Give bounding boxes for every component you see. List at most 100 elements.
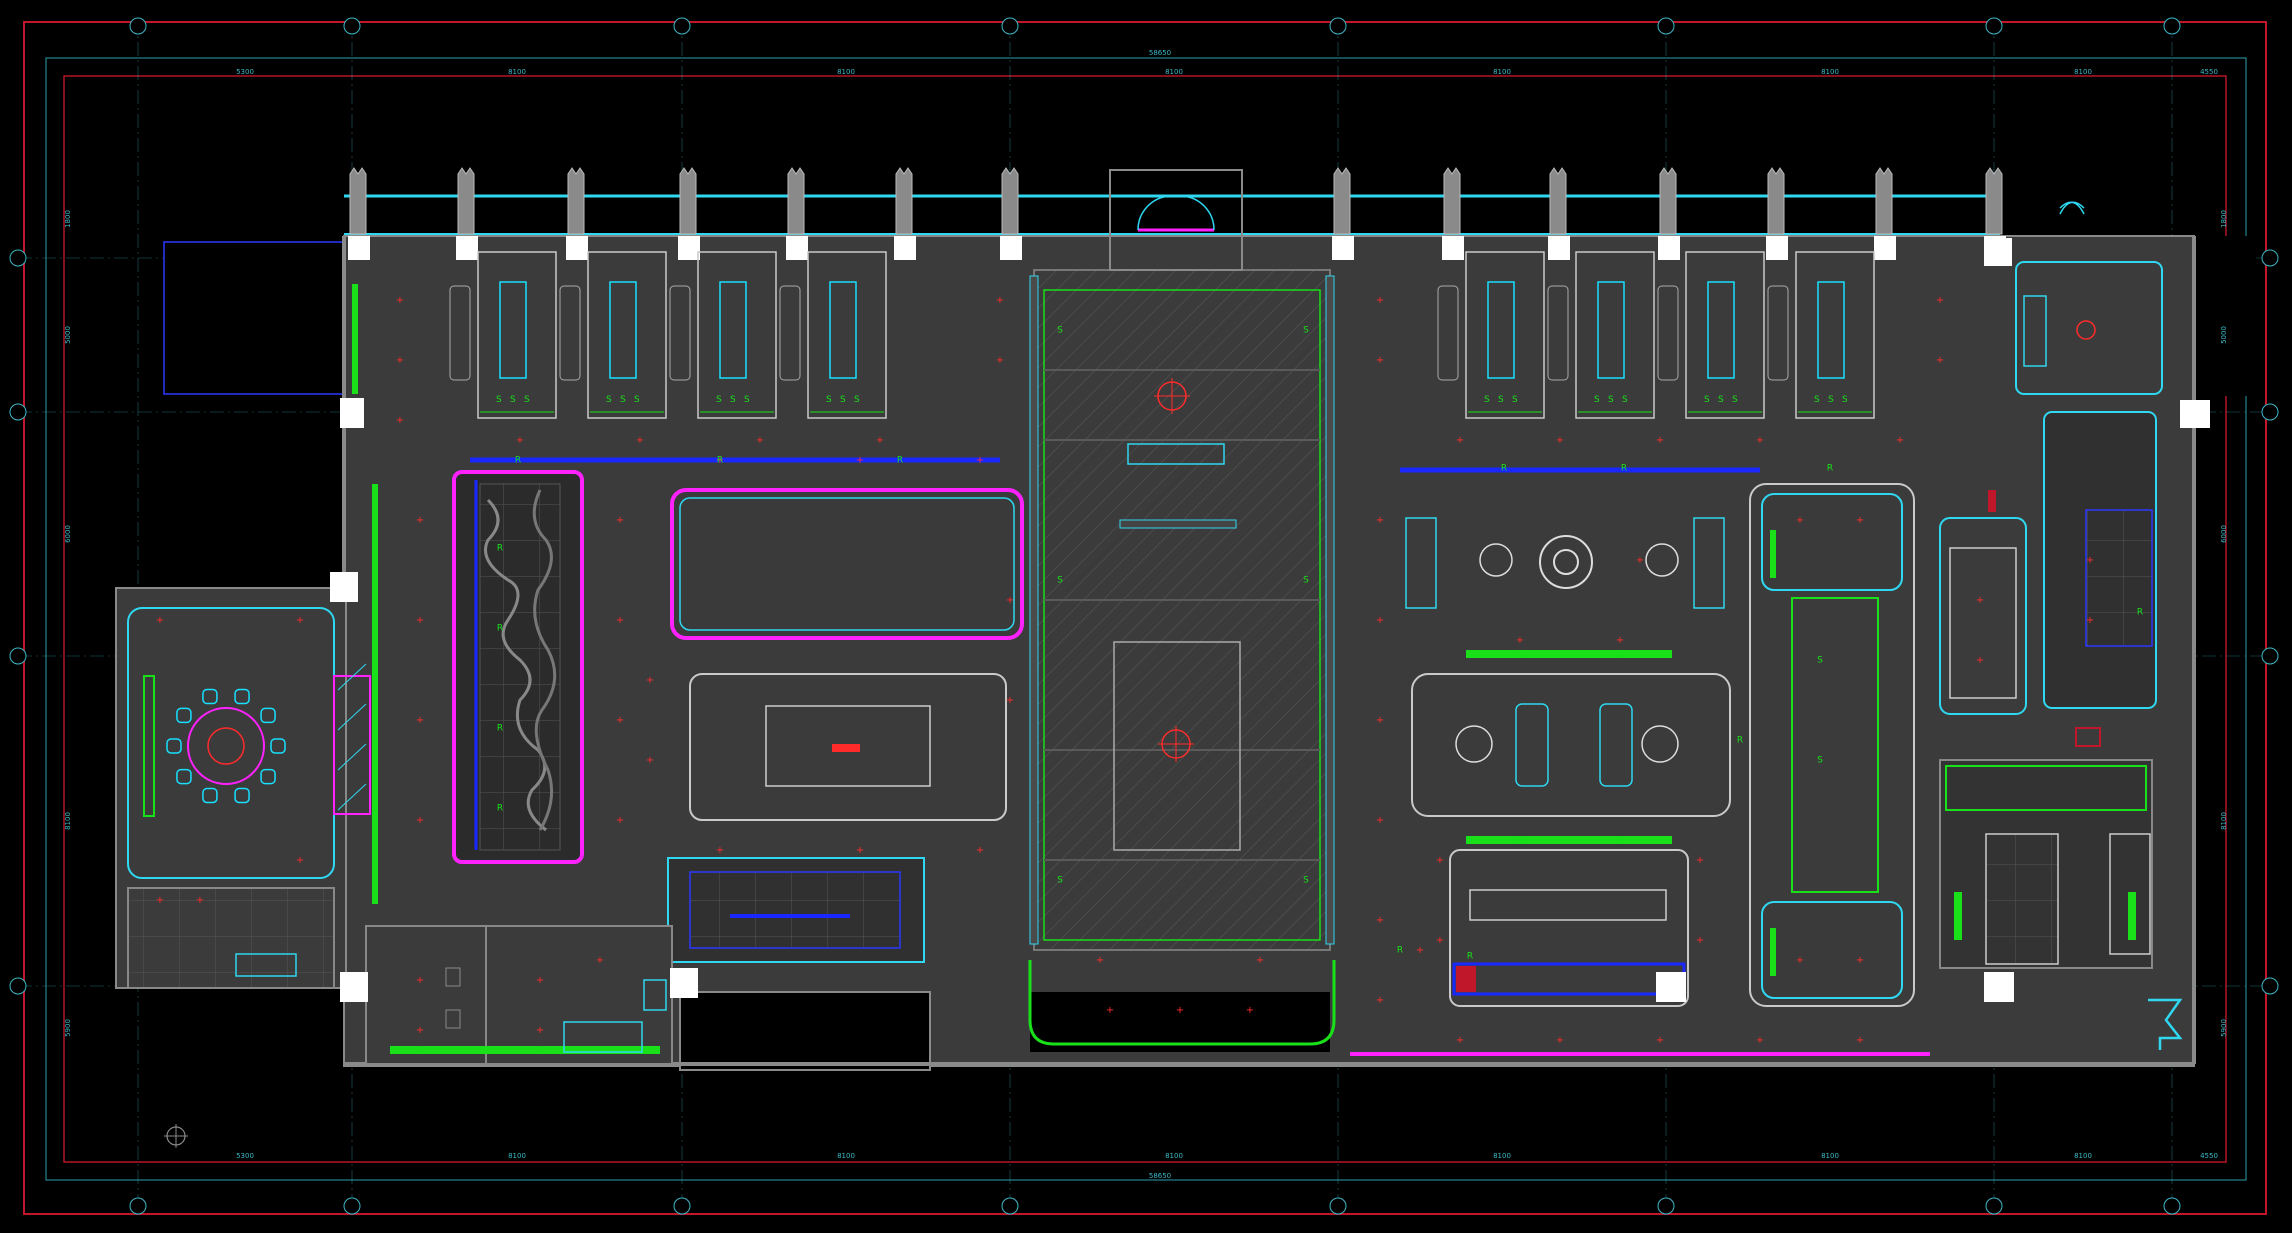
supply-air-glyph: S xyxy=(524,395,530,405)
supply-air-glyph: S xyxy=(1842,395,1848,405)
ceiling-light: + xyxy=(646,675,654,686)
supply-air-glyph: S xyxy=(1622,395,1628,405)
central-atrium xyxy=(1028,169,1336,1046)
column-cap xyxy=(1766,236,1788,260)
outer-frame xyxy=(23,21,2267,1215)
entrance-door-swing-right xyxy=(1181,195,1215,231)
ceiling-light: + xyxy=(156,895,164,906)
ceiling-light: + xyxy=(1856,955,1864,966)
spacing-dimension: 8100 xyxy=(508,1152,526,1160)
ceiling-light: + xyxy=(1796,515,1804,526)
supply-air-glyph: S xyxy=(496,395,502,405)
supply-air-glyph: S xyxy=(840,395,846,405)
vip-chair xyxy=(176,707,192,724)
ceiling-light: + xyxy=(616,515,624,526)
ceiling-light: + xyxy=(856,845,864,856)
meeting-room-sofa xyxy=(1657,285,1679,381)
axis-bubble-right xyxy=(2261,977,2279,995)
spacing-dimension: 8100 xyxy=(1493,1152,1511,1160)
lounge-center-table xyxy=(1539,535,1593,589)
bottom-left-notch xyxy=(679,991,931,1071)
reception-desk-screen xyxy=(765,705,931,787)
supply-air-glyph: S xyxy=(716,395,722,405)
vip-dining-room xyxy=(127,607,335,879)
meeting-table-left xyxy=(1515,703,1549,787)
supply-air-glyph: S xyxy=(1718,395,1724,405)
column-cap xyxy=(1548,236,1570,260)
ceiling-light: + xyxy=(296,615,304,626)
spacing-dimension: 8100 xyxy=(2220,812,2228,830)
vip-wall-hatch-2 xyxy=(337,703,367,731)
ceiling-light: + xyxy=(1416,945,1424,956)
ceiling-light: + xyxy=(1456,435,1464,446)
washroom-urinals xyxy=(2109,833,2151,955)
ceiling-light: + xyxy=(1756,1035,1764,1046)
feature-wall-pattern-2 xyxy=(532,489,557,831)
elevator-lobby xyxy=(2015,261,2163,395)
supply-air-glyph: S xyxy=(1704,395,1710,405)
office-right-top xyxy=(1939,517,2027,715)
meeting-room-table xyxy=(1597,281,1625,379)
vip-wall-hatch-1 xyxy=(337,663,367,691)
vip-lazy-susan xyxy=(207,727,245,765)
ceiling-light: + xyxy=(416,715,424,726)
facade-column xyxy=(567,167,585,235)
facade-column xyxy=(1443,167,1461,235)
left-column-4 xyxy=(670,968,698,998)
ceiling-light: + xyxy=(1436,855,1444,866)
spacing-dimension: 8100 xyxy=(64,812,72,830)
meeting-table-area xyxy=(1411,673,1731,817)
axis-bubble-bottom xyxy=(1001,1197,1019,1215)
ceiling-light: + xyxy=(1636,555,1644,566)
vip-chair xyxy=(234,688,250,705)
return-air-vent: R xyxy=(515,456,521,466)
ceiling-light: + xyxy=(976,455,984,466)
ceiling-light: + xyxy=(1376,915,1384,926)
axis-bubble-left xyxy=(9,403,27,421)
column-cap xyxy=(786,236,808,260)
ceiling-light: + xyxy=(1376,995,1384,1006)
lounge-table-left xyxy=(1479,543,1513,577)
column-cap xyxy=(894,236,916,260)
pantry-stool-1 xyxy=(445,967,461,987)
reception-desk-badge xyxy=(832,744,860,752)
ceiling-light: + xyxy=(1376,295,1384,306)
spacing-dimension: 5000 xyxy=(2220,326,2228,344)
reception-desk-frame xyxy=(689,673,1007,821)
meeting-room-table xyxy=(1707,281,1735,379)
supply-air-glyph: S xyxy=(1608,395,1614,405)
ceiling-light: + xyxy=(1856,1035,1864,1046)
atrium-stage xyxy=(1113,641,1241,851)
spacing-dimension: 8100 xyxy=(2074,1152,2092,1160)
meeting-table-right xyxy=(1599,703,1633,787)
axis-bubble-bottom xyxy=(1985,1197,2003,1215)
right-column-2 xyxy=(2180,400,2210,428)
ceiling-light: + xyxy=(1246,1005,1254,1016)
left-upper-void xyxy=(163,241,345,395)
return-air-vent: R xyxy=(1467,952,1473,962)
ceiling-light: + xyxy=(1006,695,1014,706)
vip-chair xyxy=(234,787,250,804)
long-table xyxy=(1791,597,1879,893)
vip-chair xyxy=(260,768,276,785)
column-cap xyxy=(1000,236,1022,260)
ceiling-light: + xyxy=(196,895,204,906)
ceiling-light: + xyxy=(646,755,654,766)
spacing-dimension: 5900 xyxy=(2220,1019,2228,1037)
ceiling-light: + xyxy=(516,435,524,446)
left-column-3 xyxy=(340,972,368,1002)
spacing-dimension: 5300 xyxy=(236,68,254,76)
upper-sofa-accent xyxy=(1770,530,1776,578)
spacing-dimension: 8100 xyxy=(1165,68,1183,76)
display-panel-inner xyxy=(679,497,1015,631)
axis-bubble-right xyxy=(2261,403,2279,421)
meeting-room xyxy=(807,251,887,419)
ceiling-light: + xyxy=(1936,295,1944,306)
stair-core-left-inner xyxy=(689,871,901,949)
spacing-dimension: 5300 xyxy=(236,1152,254,1160)
ceiling-light: + xyxy=(1106,1005,1114,1016)
